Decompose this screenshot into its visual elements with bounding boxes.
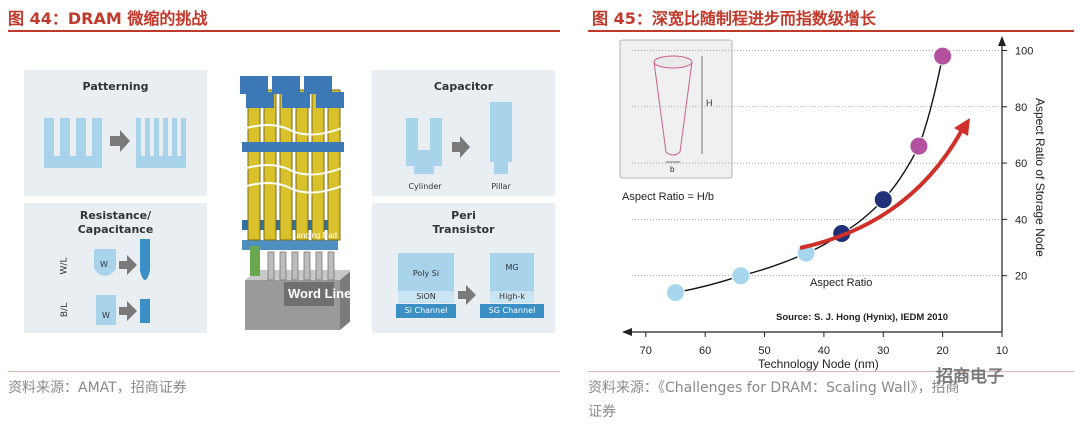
red-arrowhead-icon — [954, 118, 970, 136]
transistor-title: Peri Transistor — [432, 209, 495, 236]
data-point — [665, 283, 685, 303]
resistance-diagram — [94, 239, 150, 325]
aspect-ratio-formula: Aspect Ratio = H/b — [622, 191, 714, 203]
y-tick-labels: 20 40 60 80 100 — [1002, 45, 1033, 283]
right-title-rule — [588, 30, 1074, 32]
transistor-panel: Peri Transistor Poly Si SiON Si Channel … — [372, 203, 555, 333]
word-line-label: Word Line — [288, 286, 350, 301]
x-tick-label: 70 — [640, 345, 652, 357]
patterning-diagram — [44, 118, 186, 168]
right-source-line2: 证券 — [588, 404, 616, 420]
storage-node-cone-icon — [653, 55, 703, 163]
left-source-rule — [8, 371, 560, 372]
si-channel-label: Si Channel — [396, 304, 456, 318]
cylinder-label: Cylinder — [408, 182, 442, 191]
x-tick-label: 20 — [937, 345, 949, 357]
poly-si-label: Poly Si — [412, 269, 440, 278]
left-source-text: 资料来源：AMAT，招商证券 — [8, 380, 187, 396]
mg-label: MG — [505, 263, 519, 272]
inset-h-label: H — [706, 98, 713, 108]
bl-label: B/L — [60, 302, 71, 318]
data-point — [873, 190, 893, 210]
x-tick-label: 50 — [758, 345, 770, 357]
sion-block — [398, 291, 454, 303]
patterning-panel: Patterning — [24, 70, 207, 196]
w-label-bottom: W — [102, 311, 110, 320]
landing-pad-label: Landing Pad — [292, 231, 337, 240]
sg-channel-label: SG Channel — [480, 304, 544, 318]
x-axis-arrow-icon — [622, 328, 632, 336]
right-source-rule — [588, 371, 1074, 372]
patterning-title: Patterning — [82, 80, 149, 93]
resistance-panel: Resistance/ Capacitance W/L B/L W W — [24, 203, 207, 333]
x-tick-labels: 70 60 50 40 30 20 10 — [640, 332, 1008, 357]
y-axis-title: Aspect Ratio of Storage Node — [1033, 98, 1047, 257]
dram-cell-3d-illustration: Landing Pad Word Line — [239, 76, 350, 330]
chart-citation: Source: S. J. Hong (Hynix), IEDM 2010 — [776, 312, 948, 323]
x-tick-label: 10 — [996, 345, 1008, 357]
left-figure-title: 图 44：DRAM 微缩的挑战 — [8, 9, 208, 28]
inset-b-label: b — [670, 165, 675, 174]
inset-box — [619, 39, 733, 179]
transistor-arrow-icon — [458, 285, 476, 305]
mg-block — [490, 253, 534, 291]
x-tick-label: 30 — [877, 345, 889, 357]
y-tick-label: 80 — [1015, 102, 1027, 114]
sion-label: SiON — [416, 292, 436, 301]
x-tick-label: 40 — [818, 345, 830, 357]
capacitor-title: Capacitor — [433, 80, 494, 93]
y-tick-label: 60 — [1015, 158, 1027, 170]
wl-label: W/L — [59, 257, 70, 275]
left-title-rule — [8, 30, 560, 32]
right-figure-title: 图 45：深宽比随制程进步而指数级增长 — [592, 9, 876, 28]
red-trend-arrow — [799, 129, 964, 250]
curve-label: Aspect Ratio — [810, 277, 872, 289]
resistance-title: Resistance/ Capacitance — [77, 209, 154, 236]
right-source-line1: 资料来源：《Challenges for DRAM：Scaling Wall》，… — [588, 380, 960, 396]
w-label-top: W — [100, 260, 108, 269]
y-tick-label: 20 — [1015, 271, 1027, 283]
data-point — [933, 46, 953, 66]
data-point — [731, 266, 751, 286]
capacitor-diagram — [406, 102, 512, 174]
y-tick-label: 100 — [1015, 45, 1033, 57]
poly-si-block — [398, 253, 454, 291]
data-point — [909, 136, 929, 156]
aspect-ratio-chart: H b Aspect Ratio = H/b 70 60 50 40 30 20 10 20… — [590, 34, 1074, 372]
x-axis-title: Technology Node (nm) — [758, 357, 879, 371]
capacitor-panel: Capacitor Cylinder Pillar — [372, 70, 555, 196]
y-axis-arrow-icon — [998, 36, 1006, 46]
watermark-text: 招商电子 — [936, 367, 1004, 387]
x-tick-label: 60 — [699, 345, 711, 357]
pillar-label: Pillar — [491, 182, 511, 191]
high-k-label: High-k — [499, 292, 525, 301]
high-k-block — [490, 291, 534, 303]
y-tick-label: 40 — [1015, 214, 1027, 226]
